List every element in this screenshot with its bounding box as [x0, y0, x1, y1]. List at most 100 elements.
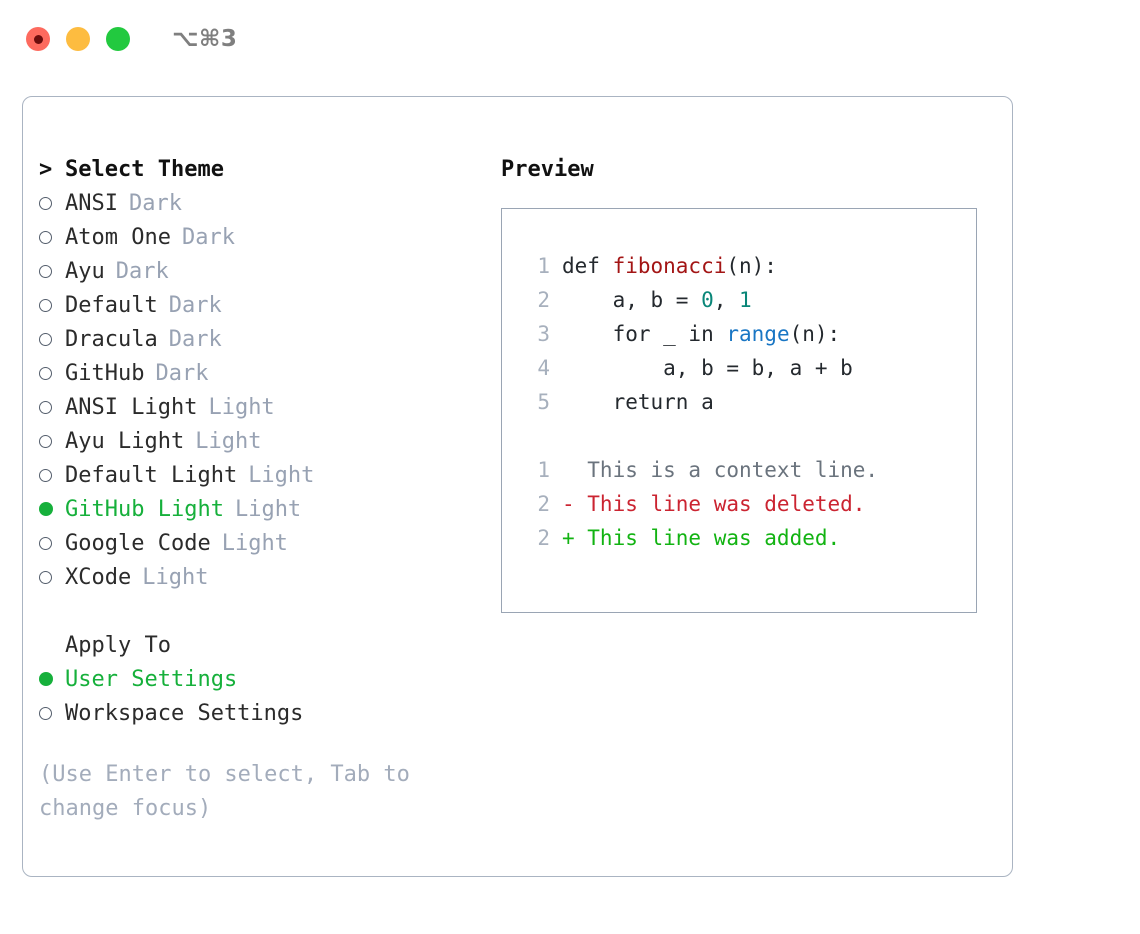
- radio-unselected-icon[interactable]: [39, 435, 65, 448]
- list-spacer: [39, 594, 489, 628]
- theme-variant-tag: Light: [221, 530, 288, 556]
- line-number: 2: [537, 526, 550, 550]
- radio-unselected-icon[interactable]: [39, 571, 65, 584]
- diff-line-text: This is a context line.: [562, 458, 879, 482]
- theme-variant-tag: Light: [234, 496, 302, 522]
- theme-item-github-light[interactable]: GitHub Light Light: [39, 492, 489, 526]
- radio-unselected-icon[interactable]: [39, 367, 65, 380]
- theme-variant-tag: Dark: [168, 326, 222, 352]
- theme-item-label: Dracula: [65, 326, 158, 352]
- theme-item-label: ANSI: [65, 190, 118, 216]
- radio-unselected-icon[interactable]: [39, 333, 65, 346]
- code-line: 3 for _ in range(n):: [520, 317, 976, 351]
- code-token: def: [562, 254, 613, 278]
- theme-item-ansi[interactable]: ANSI Dark: [39, 186, 489, 220]
- window-controls: [26, 27, 130, 51]
- line-number: 3: [537, 322, 550, 346]
- theme-variant-tag: Light: [248, 462, 315, 488]
- apply-to-label: Apply To: [65, 632, 171, 658]
- code-line-text: a, b = 0, 1: [562, 288, 752, 312]
- preview-title: Preview: [501, 156, 594, 182]
- radio-selected-icon[interactable]: [39, 672, 65, 686]
- line-number: 5: [537, 390, 550, 414]
- diff-line-text: - This line was deleted.: [562, 492, 866, 516]
- code-token: a, b =: [562, 288, 702, 312]
- radio-unselected-icon[interactable]: [39, 197, 65, 210]
- theme-item-dracula[interactable]: Dracula Dark: [39, 322, 489, 356]
- radio-unselected-icon[interactable]: [39, 299, 65, 312]
- theme-item-label: ANSI Light: [65, 394, 198, 420]
- theme-item-label: Ayu Light: [65, 428, 185, 454]
- apply-to-option-workspace-settings[interactable]: Workspace Settings: [39, 696, 489, 730]
- theme-item-ayu-light[interactable]: Ayu Light Light: [39, 424, 489, 458]
- theme-item-label: GitHub: [65, 360, 145, 386]
- radio-unselected-icon[interactable]: [39, 707, 65, 720]
- diff-line: 2 - This line was deleted.: [520, 487, 976, 521]
- select-theme-heading: > Select Theme: [39, 152, 489, 186]
- code-token: 0: [701, 288, 714, 312]
- code-token: (n):: [726, 254, 777, 278]
- code-token: (n):: [789, 322, 841, 346]
- theme-item-github[interactable]: GitHub Dark: [39, 356, 489, 390]
- theme-variant-tag: Dark: [128, 190, 182, 216]
- code-line-text: def fibonacci(n):: [562, 254, 777, 278]
- code-line-text: for _ in range(n):: [562, 322, 841, 346]
- theme-item-ansi-light[interactable]: ANSI Light Light: [39, 390, 489, 424]
- line-number: 1: [537, 254, 550, 278]
- code-line-text: a, b = b, a + b: [562, 356, 853, 380]
- caret-icon: >: [39, 156, 53, 182]
- maximize-dot-icon[interactable]: [106, 27, 130, 51]
- code-line-text: return a: [562, 390, 714, 414]
- theme-variant-tag: Light: [195, 428, 262, 454]
- theme-variant-tag: Dark: [168, 292, 222, 318]
- code-diff-separator: [520, 419, 976, 453]
- code-token: 1: [739, 288, 752, 312]
- diff-line-text: + This line was added.: [562, 526, 841, 550]
- code-token: return a: [562, 390, 714, 414]
- apply-to-option-user-settings[interactable]: User Settings: [39, 662, 489, 696]
- line-number: 2: [537, 288, 550, 312]
- code-line: 2 a, b = 0, 1: [520, 283, 976, 317]
- radio-unselected-icon[interactable]: [39, 469, 65, 482]
- line-number: 2: [537, 492, 550, 516]
- radio-selected-icon[interactable]: [39, 502, 65, 516]
- code-token: for _ in: [562, 322, 727, 346]
- apply-to-heading: Apply To: [39, 628, 489, 662]
- code-token: ,: [713, 288, 740, 312]
- theme-variant-tag: Light: [208, 394, 275, 420]
- radio-unselected-icon[interactable]: [39, 265, 65, 278]
- theme-variant-tag: Dark: [155, 360, 209, 386]
- code-token: fibonacci: [612, 254, 727, 278]
- shortcut-label: ⌥⌘3: [172, 26, 238, 52]
- code-token: range: [726, 322, 790, 346]
- theme-item-default[interactable]: Default Dark: [39, 288, 489, 322]
- minimize-dot-icon[interactable]: [66, 27, 90, 51]
- line-number: 1: [537, 458, 550, 482]
- close-dot-icon[interactable]: [26, 27, 50, 51]
- radio-unselected-icon[interactable]: [39, 401, 65, 414]
- code-token: a, b = b, a + b: [562, 356, 853, 380]
- code-line: 5 return a: [520, 385, 976, 419]
- theme-item-label: GitHub Light: [65, 496, 224, 522]
- radio-unselected-icon[interactable]: [39, 537, 65, 550]
- code-line: 1 def fibonacci(n):: [520, 249, 976, 283]
- radio-unselected-icon[interactable]: [39, 231, 65, 244]
- theme-item-label: Default: [65, 292, 158, 318]
- diff-block: 1 This is a context line. 2 - This line wa…: [520, 453, 976, 555]
- line-number: 4: [537, 356, 550, 380]
- apply-to-option-label: Workspace Settings: [65, 700, 304, 726]
- theme-item-label: Atom One: [65, 224, 171, 250]
